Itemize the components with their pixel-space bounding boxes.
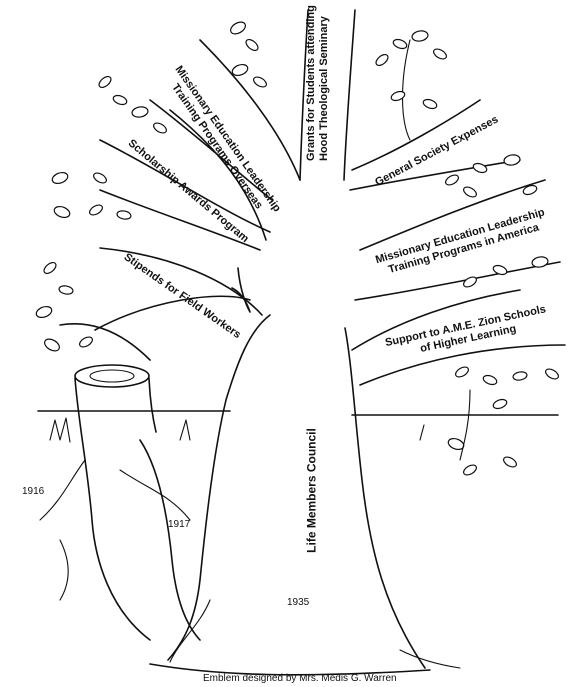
branch-hood-far-right <box>344 10 355 180</box>
trunk-right-edge <box>345 328 425 668</box>
branch-stump-arm <box>60 324 150 360</box>
label-hood-seminary: Grants for Students attending Hood Theol… <box>305 21 331 161</box>
stump-inner-curve <box>140 440 200 640</box>
trunk-left-edge <box>168 315 270 660</box>
label-trunk: Life Members Council <box>306 421 319 561</box>
stump-right-side <box>149 378 156 432</box>
stump-top <box>75 365 149 387</box>
stump-ring <box>90 370 134 382</box>
trunk-roots <box>170 600 460 668</box>
leaf-cluster-right-america <box>462 256 549 289</box>
label-hood-line2: Hood Theological Seminary <box>318 21 331 161</box>
branch-general-twig <box>403 40 411 140</box>
leaf-cluster-mid-left <box>51 171 132 221</box>
stump-left-side <box>75 378 150 640</box>
emblem-credit: Emblem designed by Mrs. Medis G. Warren <box>203 673 397 684</box>
branch-stipends-hook <box>232 268 250 312</box>
leaf-cluster-lower-right <box>447 365 560 477</box>
year-1917: 1917 <box>168 519 190 530</box>
leaf-cluster-mid-right <box>444 154 538 199</box>
leaf-cluster-top-right <box>374 30 448 110</box>
leaf-cluster-lower-left <box>35 260 94 353</box>
label-hood-line1: Grants for Students attending <box>305 21 318 161</box>
stump-grass <box>50 418 424 442</box>
year-1916: 1916 <box>22 486 44 497</box>
year-1935: 1935 <box>287 597 309 608</box>
leaf-cluster-top-left <box>229 20 268 89</box>
